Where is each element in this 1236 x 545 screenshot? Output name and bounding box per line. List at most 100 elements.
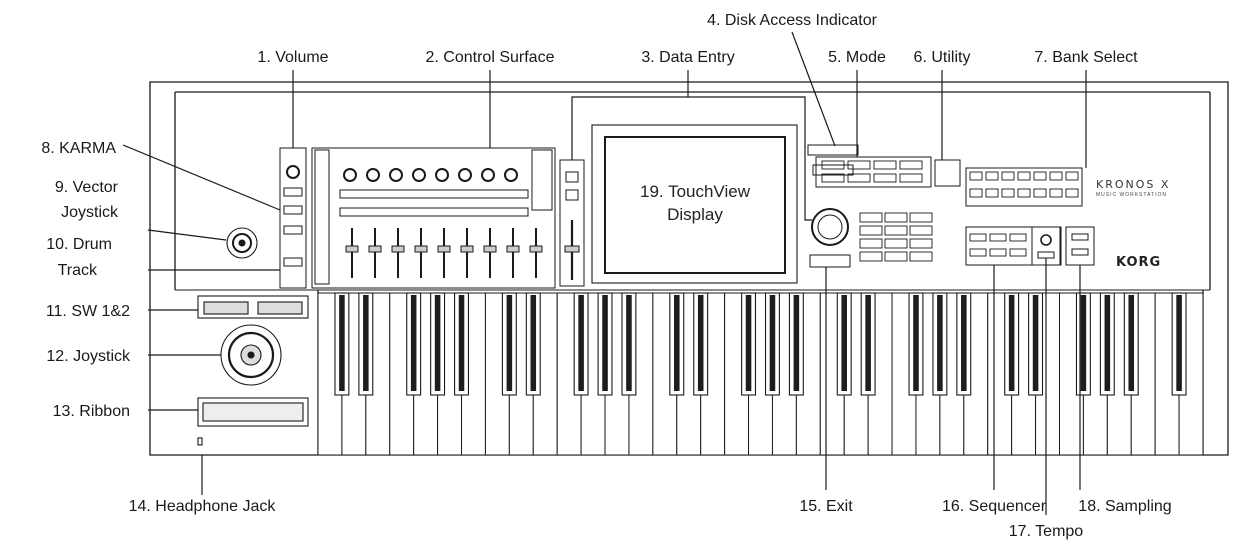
headphone-jack[interactable] [197,437,203,446]
label-sw12: 11. SW 1&2 [46,303,130,320]
numeric-keypad [859,212,933,262]
slider-cap[interactable] [437,245,451,253]
bank-button[interactable] [1033,188,1047,198]
rt-knob[interactable] [343,168,357,182]
dec-button[interactable] [565,189,579,201]
mode-button[interactable] [821,173,845,183]
bank-button[interactable] [1001,188,1015,198]
sequencer-panel-frame [965,226,1062,266]
slider-cap[interactable] [460,245,474,253]
label-drum-1: 10. Drum [46,236,112,253]
tempo-knob[interactable] [1040,234,1052,246]
sampling-rec-button[interactable] [1071,233,1089,241]
sw1-button[interactable] [203,301,249,315]
mode-button[interactable] [899,173,923,183]
mode-button[interactable] [899,160,923,170]
sequencer-button[interactable] [1009,233,1027,242]
exit-button[interactable] [809,254,851,268]
bank-button[interactable] [1033,171,1047,181]
bank-button[interactable] [1049,188,1063,198]
keypad-button[interactable] [909,212,933,223]
keypad-button[interactable] [909,238,933,249]
slider-cap[interactable] [391,245,405,253]
keypad-button[interactable] [884,238,908,249]
bank-button[interactable] [1017,188,1031,198]
karma-on-button[interactable] [283,187,303,197]
sequencer-button[interactable] [989,248,1007,257]
volume-knob[interactable] [286,165,300,179]
bank-button[interactable] [1049,171,1063,181]
sampling-start-button[interactable] [1071,248,1089,256]
label-vector-1: 9. Vector [55,179,119,196]
keypad-button[interactable] [909,225,933,236]
sequencer-button[interactable] [969,248,987,257]
sequencer-button[interactable] [1009,248,1027,257]
slider-cap[interactable] [506,245,520,253]
mode-button[interactable] [821,160,845,170]
black-key-face [865,295,871,391]
slider-cap[interactable] [368,245,382,253]
mode-button[interactable] [847,160,871,170]
bank-button[interactable] [1065,171,1079,181]
switch-row-1[interactable] [339,189,529,199]
rt-knob[interactable] [481,168,495,182]
sequencer-buttons [969,233,1027,257]
keypad-button[interactable] [884,225,908,236]
keypad-button[interactable] [884,251,908,262]
sampling-panel-frame [1065,226,1095,266]
bank-button[interactable] [969,188,983,198]
bank-button[interactable] [985,171,999,181]
leader-data-entry [571,96,812,221]
mode-button[interactable] [847,173,871,183]
mode-button[interactable] [873,173,897,183]
rt-knob[interactable] [435,168,449,182]
rt-knob[interactable] [366,168,380,182]
black-key-face [530,295,537,391]
model-tagline: MUSIC WORKSTATION [1096,192,1167,198]
slider-cap[interactable] [529,245,543,253]
sw2-button[interactable] [257,301,303,315]
black-key-face [793,295,800,391]
bank-button[interactable] [985,188,999,198]
black-key-face [458,295,465,391]
slider-cap[interactable] [483,245,497,253]
switch-row-2[interactable] [339,207,529,217]
vector-joystick[interactable] [226,227,258,259]
module-button[interactable] [283,225,303,235]
enter-button[interactable] [812,164,854,176]
rt-knob[interactable] [389,168,403,182]
keypad-button[interactable] [884,212,908,223]
ribbon-controller[interactable] [197,397,309,427]
label-disk-access: 4. Disk Access Indicator [707,12,878,29]
sequencer-button[interactable] [969,233,987,242]
black-key-face [1008,295,1015,391]
joystick-center [247,351,255,359]
keypad-button[interactable] [909,251,933,262]
touchview-display[interactable] [591,124,798,284]
bank-button[interactable] [1001,171,1015,181]
rt-knob[interactable] [504,168,518,182]
sequencer-button[interactable] [989,233,1007,242]
bank-button[interactable] [1065,188,1079,198]
rt-knob[interactable] [412,168,426,182]
keypad-button[interactable] [859,238,883,249]
control-surface-frame [311,147,556,289]
data-entry-dial[interactable] [811,208,849,246]
drum-track-button[interactable] [283,257,303,267]
bank-button[interactable] [1017,171,1031,181]
slider-cap[interactable] [345,245,359,253]
bank-button[interactable] [969,171,983,181]
touchview-screen[interactable] [604,136,786,274]
mode-button[interactable] [873,160,897,170]
tap-tempo-button[interactable] [1037,251,1055,259]
keypad-button[interactable] [859,212,883,223]
keypad-button[interactable] [859,225,883,236]
latch-button[interactable] [283,205,303,215]
keypad-button[interactable] [859,251,883,262]
value-slider-cap[interactable] [564,245,580,253]
slider-cap[interactable] [414,245,428,253]
inc-button[interactable] [565,171,579,183]
rt-knob[interactable] [458,168,472,182]
